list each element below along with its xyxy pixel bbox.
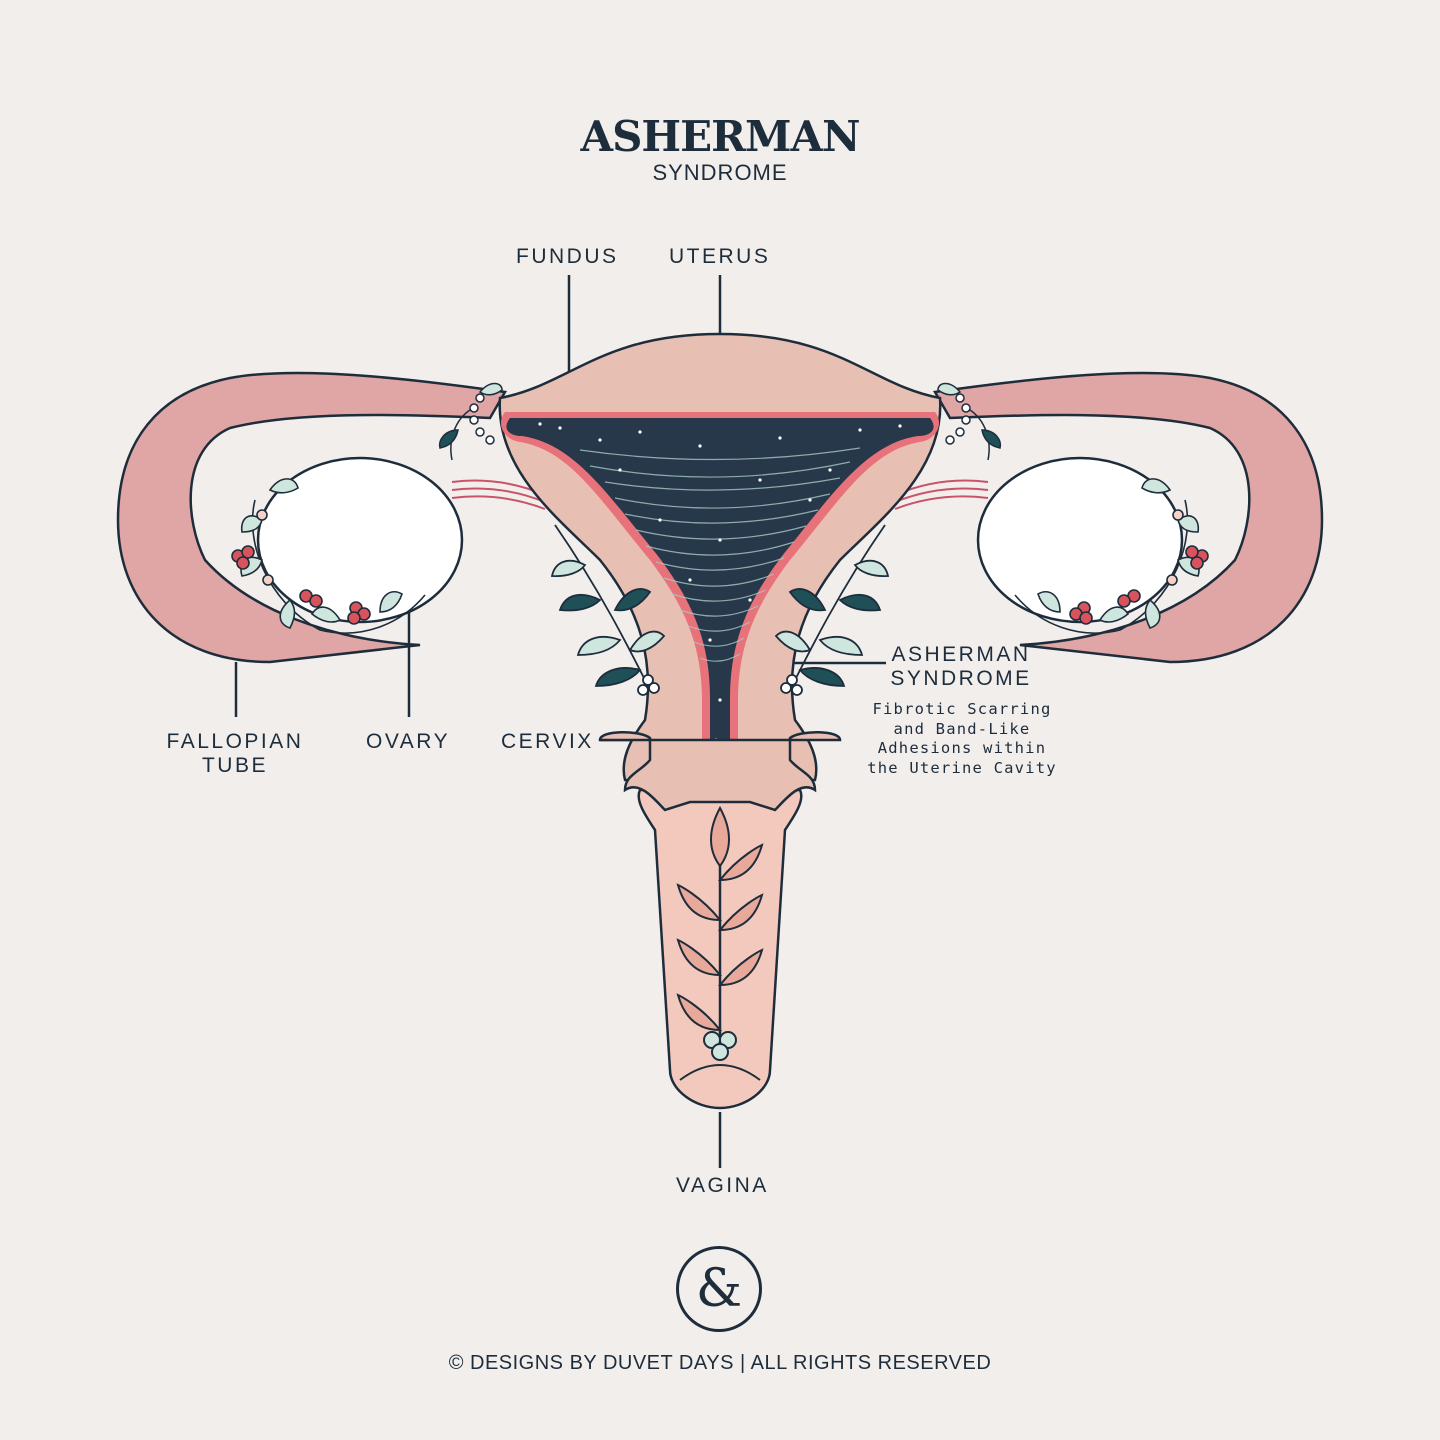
asherman-description-line4: the Uterine Cavity — [867, 758, 1057, 777]
uterine-cavity — [506, 418, 934, 802]
cornu-left-foliage — [438, 382, 503, 461]
page-subtitle: SYNDROME — [652, 160, 788, 185]
label-fallopian-line2: TUBE — [201, 754, 268, 777]
fallopian-tube-right — [932, 371, 1324, 664]
ovary-left — [256, 456, 464, 624]
label-fallopian-line1: FALLOPIAN — [166, 730, 304, 753]
fallopian-tube-left — [116, 371, 508, 664]
foliage-left-uterus — [550, 524, 666, 696]
foliage-right-uterus — [774, 524, 890, 696]
label-ovary: OVARY — [366, 730, 451, 753]
label-cervix: CERVIX — [501, 730, 594, 753]
cornu-right-foliage — [937, 382, 1002, 461]
label-asherman: ASHERMAN SYNDROME — [886, 643, 1036, 691]
asherman-description-line1: Fibrotic Scarring — [872, 700, 1052, 718]
label-asherman-line1: ASHERMAN — [891, 643, 1031, 666]
vagina-leaves — [676, 805, 764, 1032]
label-fundus: FUNDUS — [516, 245, 619, 268]
copyright-footer: © DESIGNS BY DUVET DAYS | ALL RIGHTS RES… — [448, 1352, 992, 1374]
ovary-right — [976, 456, 1184, 624]
asherman-description-line2: and Band-Like — [893, 719, 1031, 738]
page-title: ASHERMAN — [580, 112, 861, 161]
wreath-right — [1014, 478, 1209, 634]
asherman-description: Fibrotic Scarring and Band-Like Adhesion… — [862, 700, 1062, 778]
wreath-left — [231, 478, 426, 634]
label-fallopian-tube: FALLOPIAN TUBE — [160, 730, 310, 778]
cervix — [598, 731, 842, 812]
label-asherman-line2: SYNDROME — [890, 667, 1032, 690]
label-vagina: VAGINA — [676, 1174, 769, 1197]
label-uterus: UTERUS — [669, 245, 771, 268]
asherman-description-line3: Adhesions within — [877, 739, 1047, 757]
ampersand-logo: & — [676, 1246, 762, 1332]
